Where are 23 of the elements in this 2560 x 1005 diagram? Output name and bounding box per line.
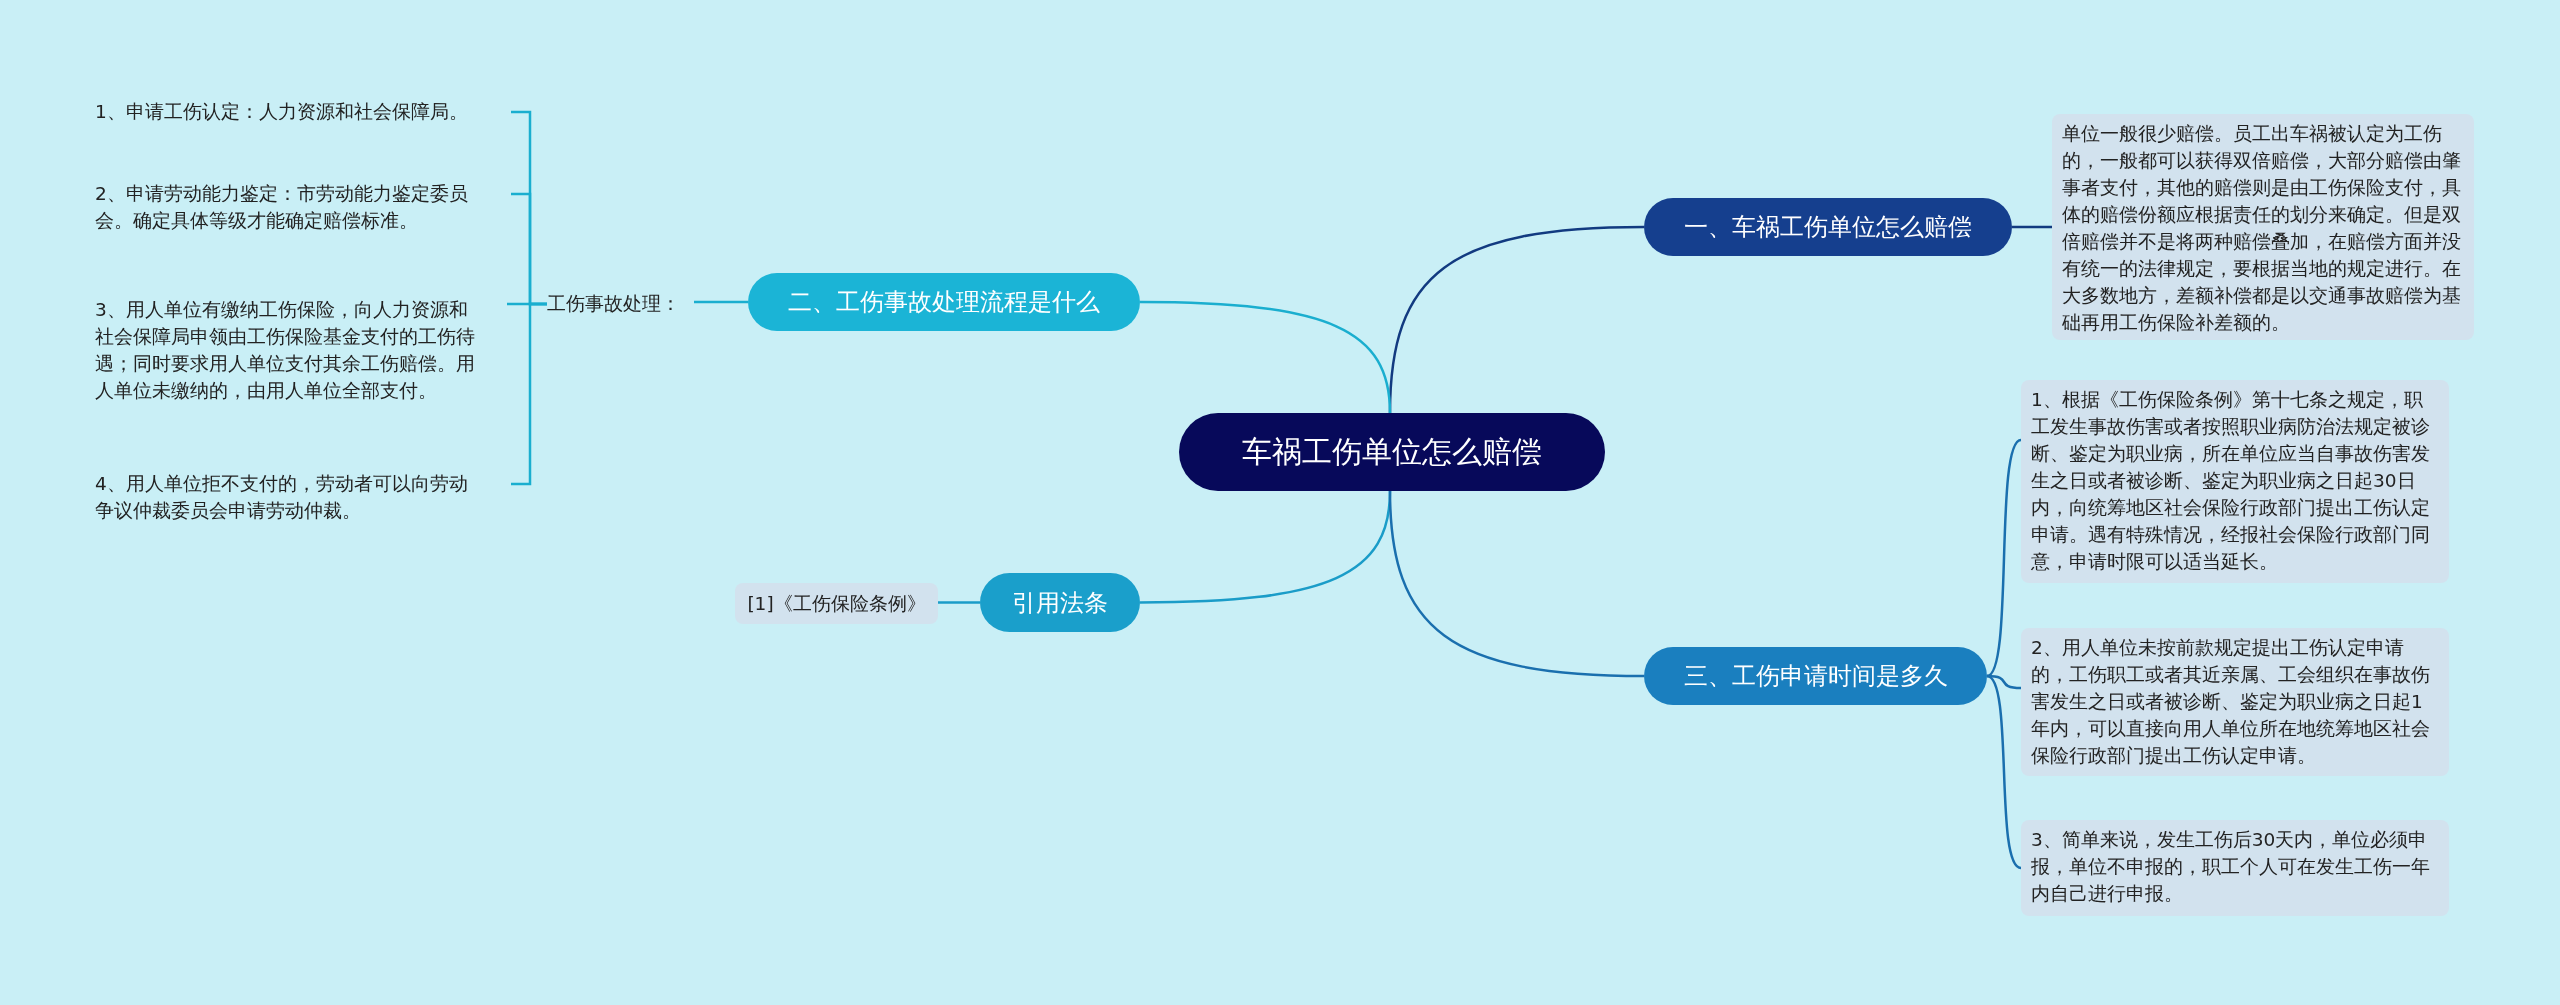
text-box: 2、用人单位未按前款规定提出工伤认定申请的，工伤职工或者其近亲属、工会组织在事故伤害发生之日或者被诊断、鉴定为职业病之日起1年内，可以直接向用人单位所在地统筹地区社会保险行政部门提出工伤认定申请。 — [2021, 628, 2449, 776]
connector-line — [938, 601, 980, 604]
topic-box: 引用法条 — [980, 573, 1140, 632]
note-text: 1、申请工伤认定：人力资源和社会保障局。 — [95, 98, 507, 126]
connector-line — [2012, 225, 2052, 229]
branch-text: 工伤事故处理： — [547, 290, 694, 318]
topic-box: 一、车祸工伤单位怎么赔偿 — [1644, 198, 2012, 256]
connector-line — [1140, 300, 1392, 414]
root-topic-box: 车祸工伤单位怎么赔偿 — [1179, 413, 1605, 491]
connector-line — [1986, 439, 2022, 677]
text-box: 单位一般很少赔偿。员工出车祸被认定为工伤的，一般都可以获得双倍赔偿，大部分赔偿由肇事者支付，其他的赔偿则是由工伤保险支付，具体的赔偿份额应根据责任的划分来确定。但是双倍赔偿并不是将两种赔偿叠加，在赔偿方面并没有统一的法律规定，要根据当地的规定进行。在大多数地方，差额补偿都是以交通事故赔偿为基础再用工伤保险补差额的。 — [2052, 114, 2474, 340]
text-box: 3、简单来说，发生工伤后30天内，单位必须申报，单位不申报的，职工个人可在发生工伤一年内自己进行申报。 — [2021, 820, 2449, 916]
note-text: 4、用人单位拒不支付的，劳动者可以向劳动争议仲裁委员会申请劳动仲裁。 — [95, 470, 507, 526]
reference-box: [1]《工伤保险条例》 — [735, 583, 938, 624]
connector-line — [511, 302, 547, 486]
connector-line — [1986, 674, 2022, 870]
topic-box: 二、工伤事故处理流程是什么 — [748, 273, 1140, 331]
connector-line — [1388, 490, 1645, 678]
note-text: 2、申请劳动能力鉴定：市劳动能力鉴定委员会。确定具体等级才能确定赔偿标准。 — [95, 180, 507, 236]
note-text: 3、用人单位有缴纳工伤保险，向人力资源和社会保障局申领由工伤保险基金支付的工伤待遇；同时要求用人单位支付其余工伤赔偿。用人单位未缴纳的，由用人单位全部支付。 — [95, 296, 507, 406]
connector-line — [694, 300, 748, 304]
text-box: 1、根据《工伤保险条例》第十七条之规定，职工发生事故伤害或者按照职业病防治法规定被诊断、鉴定为职业病，所在单位应当自事故伤害发生之日或者被诊断、鉴定为职业病之日起30日内，向统筹地区社会保险行政部门提出工伤认定申请。遇有特殊情况，经报社会保险行政部门同意，申请时限可以适当延长。 — [2021, 380, 2449, 583]
topic-box: 三、工伤申请时间是多久 — [1644, 647, 1987, 705]
